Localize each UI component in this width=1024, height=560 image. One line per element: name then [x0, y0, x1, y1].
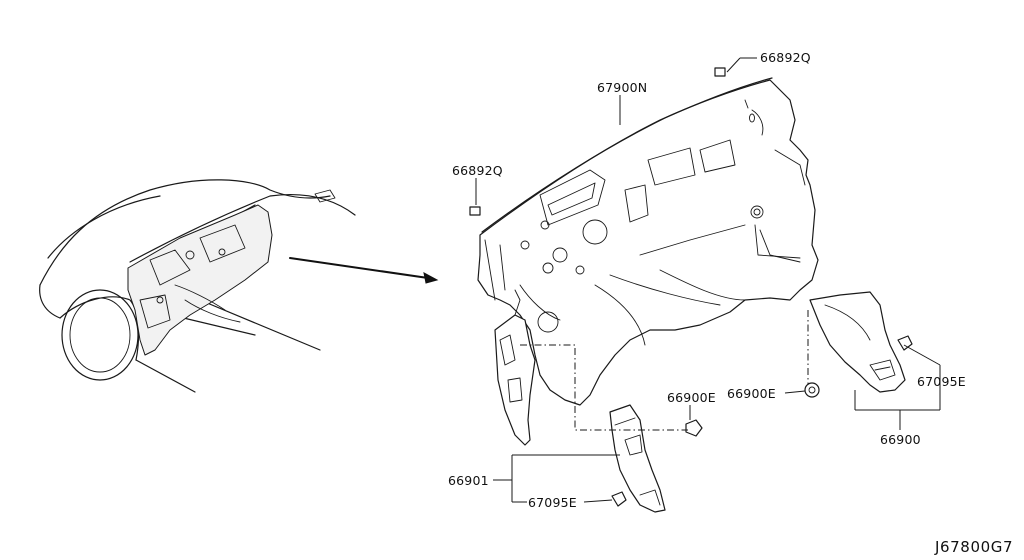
side-insulator-panel	[494, 289, 536, 446]
grommet-icon	[611, 335, 913, 507]
diagram-code: J67800G7	[934, 538, 1013, 556]
part-label: 66892Q	[760, 50, 811, 65]
clip-icon	[469, 67, 726, 216]
dash-insulator-part	[477, 77, 819, 406]
part-label: 66892Q	[452, 163, 503, 178]
side-trim-66900-part	[809, 291, 906, 393]
part-label: 66901	[448, 473, 489, 488]
part-label: 66900E	[727, 386, 776, 401]
part-label: 66900E	[667, 390, 716, 405]
callout-arrow-icon	[289, 257, 439, 284]
installation-lines	[520, 310, 809, 431]
part-label: 66900	[880, 432, 921, 447]
leader-lines	[475, 57, 941, 503]
part-label: 67095E	[528, 495, 577, 510]
side-trim-66901-part	[609, 404, 666, 513]
vehicle-front-view-icon	[39, 179, 356, 393]
part-label: 67095E	[917, 374, 966, 389]
part-label: 67900N	[597, 80, 647, 95]
